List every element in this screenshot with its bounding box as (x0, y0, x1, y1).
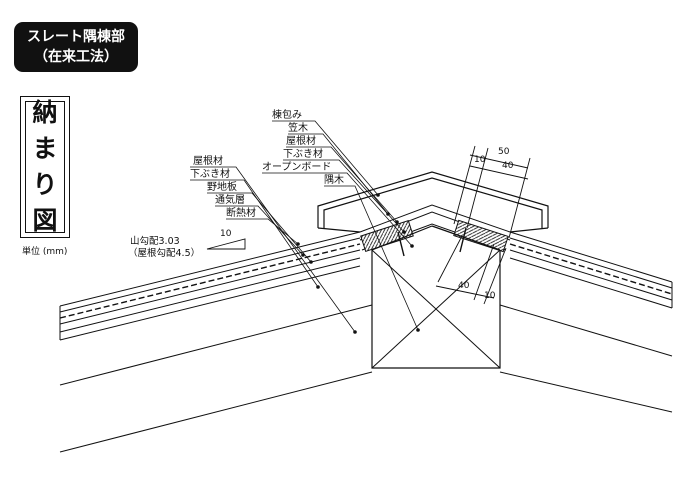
left-label-vent: 通気層 (215, 193, 245, 206)
drawing-type-char-3: り (32, 170, 58, 199)
top-label-underlay: 下ぶき材 (283, 147, 323, 160)
top-labels: 棟包み 笠木 屋根材 下ぶき材 オープンボード 隅木 (262, 108, 344, 186)
drawing-type-inner: 納 ま り 図 (25, 98, 65, 235)
slope-run: 10 (220, 229, 232, 239)
fasteners (397, 227, 467, 257)
top-label-roofing: 屋根材 (286, 134, 316, 147)
drawing-type-box: 納 ま り 図 (20, 96, 70, 238)
hip-rafter-block (371, 225, 501, 369)
title-badge: スレート隅棟部 （在来工法） (14, 22, 138, 72)
drawing-type-char-4: 図 (32, 206, 58, 235)
top-label-open-board: オープンボード (262, 161, 331, 173)
top-leader-dots (376, 193, 420, 332)
dim-top-a: 10 (474, 155, 486, 165)
slope-line-2: （屋根勾配4.5） (128, 247, 200, 259)
left-label-sheathing: 野地板 (207, 180, 237, 193)
right-insulation-strip (453, 219, 509, 253)
dim-top-b: 40 (502, 161, 514, 171)
left-label-underlay: 下ぶき材 (190, 167, 230, 180)
drawing-type-char-1: 納 (32, 98, 58, 127)
ridge-cap (317, 171, 549, 233)
left-labels: 屋根材 下ぶき材 野地板 通気層 断熱材 (190, 154, 256, 219)
left-label-insulation: 断熱材 (226, 206, 256, 219)
left-leader-lines (190, 166, 356, 333)
top-dimension-lines (453, 145, 531, 239)
title-line-1: スレート隅棟部 (27, 29, 125, 45)
rafter-lines (59, 304, 673, 453)
left-insulation-strip (360, 220, 414, 252)
dim-top-total: 50 (498, 147, 510, 157)
top-leader-lines (262, 120, 419, 331)
right-roof-layers (509, 231, 673, 309)
left-leader-dots (296, 242, 357, 334)
unit-label: 単位 (mm) (22, 247, 68, 257)
top-label-hip-rafter: 隅木 (324, 174, 344, 186)
dim-bottom-a: 40 (458, 281, 470, 291)
slope-line-1: 山勾配3.03 (130, 235, 180, 247)
top-label-coping: 笠木 (288, 121, 308, 134)
title-line-2: （在来工法） (34, 49, 118, 65)
drawing-type-char-2: ま (32, 134, 58, 163)
slope-indicator: 10 山勾配3.03 （屋根勾配4.5） (128, 229, 246, 259)
top-label-ridge-cap: 棟包み (272, 108, 302, 121)
left-label-roofing: 屋根材 (193, 154, 223, 167)
dim-bottom-b: 10 (484, 291, 496, 301)
bottom-dimension-lines (435, 235, 507, 305)
